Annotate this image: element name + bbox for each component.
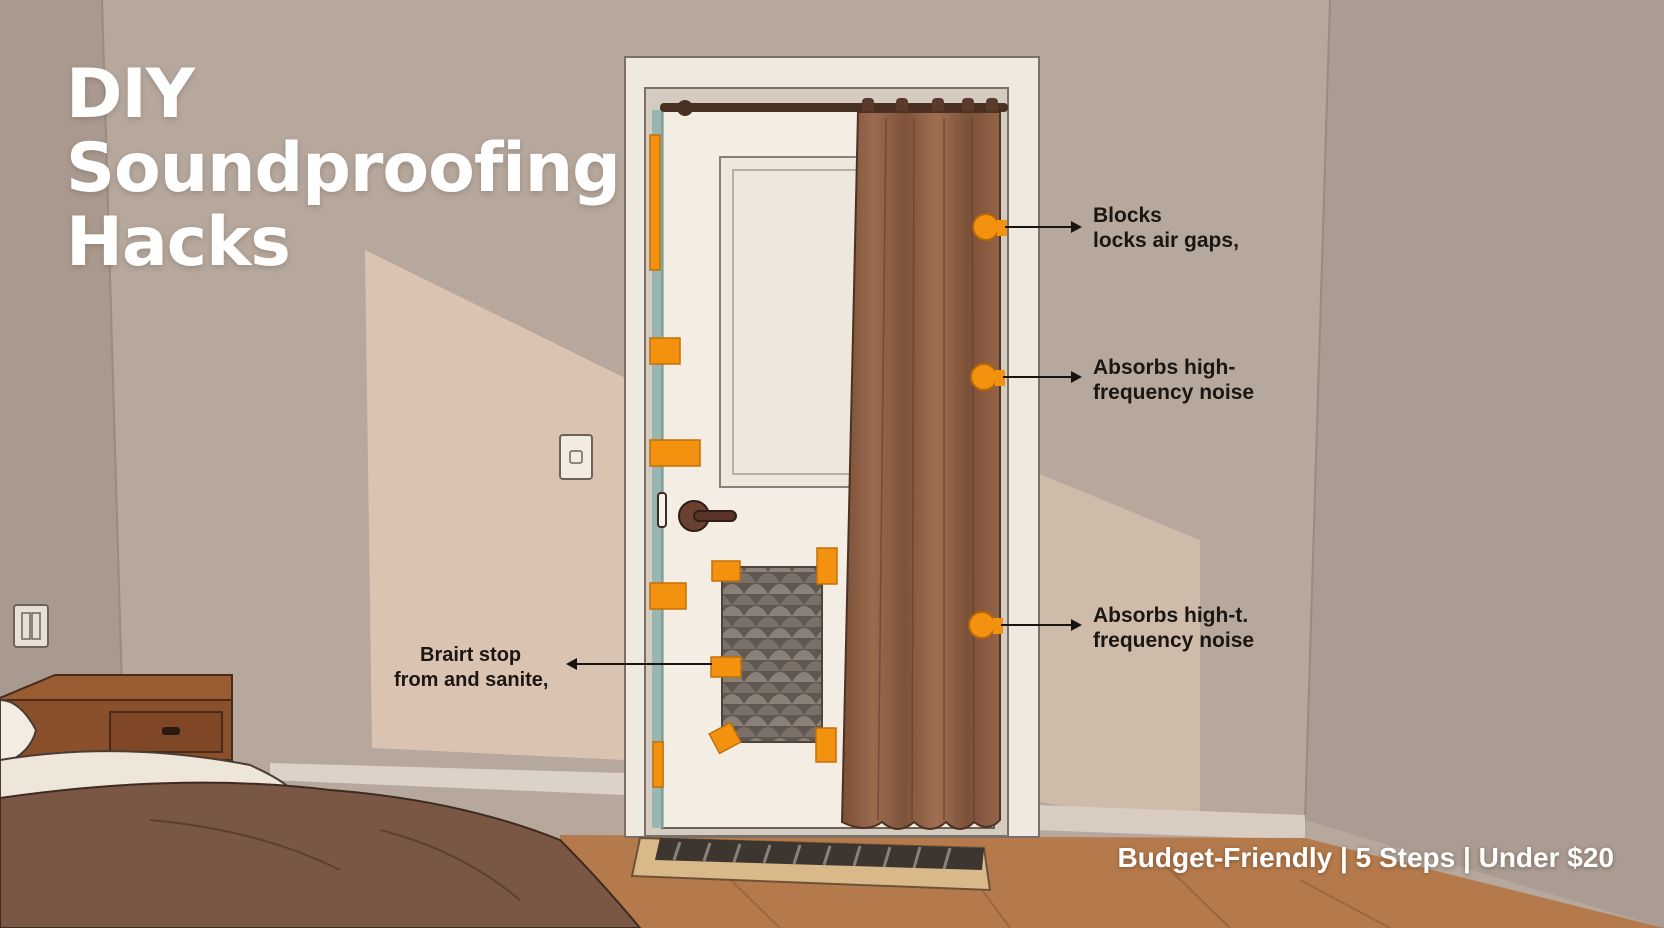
- curtain: [840, 111, 1001, 830]
- callout-line: frequency noise: [1093, 381, 1255, 404]
- light-switch: [559, 434, 593, 480]
- title-line: Hacks: [66, 203, 291, 282]
- bed: [0, 698, 642, 928]
- sunlight-patch: [365, 250, 625, 760]
- nightstand: [0, 674, 233, 761]
- callout-line: locks air gaps,: [1093, 229, 1239, 252]
- title-line: DIY: [66, 55, 195, 134]
- acoustic-foam-panel: [721, 566, 823, 743]
- light-switch: [13, 604, 49, 648]
- sunlight-patch: [1030, 470, 1200, 830]
- curtain-rod: [660, 103, 1008, 112]
- callout-absorbs-noise-lower: Absorbs high-t. frequency noise: [1093, 603, 1254, 653]
- callout-marker: [970, 363, 1082, 391]
- callout-line: frequency noise: [1093, 629, 1255, 652]
- title-line: Soundproofing: [66, 129, 621, 208]
- page-title: DIY Soundproofing Hacks: [66, 55, 621, 282]
- callout-line: Blocks: [1093, 204, 1162, 227]
- callout-draft-stop: Brairt stop from and sanite,: [394, 643, 548, 693]
- door-handle: [657, 492, 737, 532]
- baseboard: [270, 763, 625, 795]
- left-side-wall: [0, 0, 122, 720]
- footer-tagline: Budget-Friendly | 5 Steps | Under $20: [1117, 842, 1614, 873]
- callout-blocks-air-gaps: Blocks locks air gaps,: [1093, 203, 1239, 253]
- callout-line: Absorbs high-: [1093, 356, 1236, 379]
- right-side-wall: [1305, 0, 1664, 928]
- callout-line: Brairt stop: [420, 644, 522, 666]
- callout-line: from and sanite,: [394, 669, 549, 691]
- callout-marker: [566, 658, 712, 670]
- callout-absorbs-noise: Absorbs high- frequency noise: [1093, 355, 1254, 405]
- callout-line: Absorbs high-t.: [1093, 604, 1249, 627]
- callout-marker: [972, 213, 1082, 241]
- baseboard: [1035, 805, 1305, 840]
- weatherstrip-tape: [649, 134, 838, 788]
- bed-blanket: [0, 781, 642, 928]
- callout-marker: [968, 611, 1082, 639]
